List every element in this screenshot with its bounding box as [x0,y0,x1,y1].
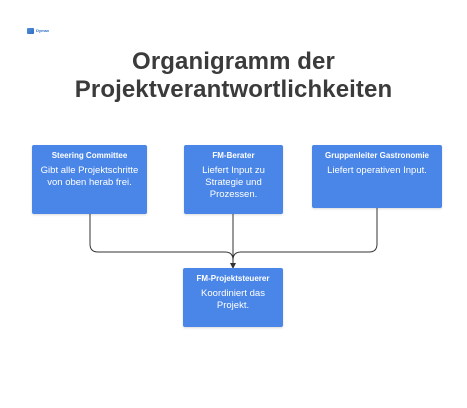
logo-text: Dymax [36,28,50,33]
node-fm-projektsteuerer-title: FM-Projektsteuerer [196,274,270,283]
logo: Dymax [27,27,53,35]
node-fm-berater: FM-Berater Liefert Input zu Strategie un… [184,145,283,214]
node-fm-projektsteuerer: FM-Projektsteuerer Koordiniert das Proje… [183,268,283,327]
page-title: Organigramm der Projektverantwortlichkei… [0,48,467,104]
node-gruppenleiter-gastronomie: Gruppenleiter Gastronomie Liefert operat… [312,145,442,208]
node-fm-projektsteuerer-description: Koordiniert das Projekt. [201,288,265,311]
connector-gruppenleiter-to-projektsteuerer [232,208,378,261]
page-title-line-1: Organigramm der [132,48,335,75]
node-steering-committee: Steering Committee Gibt alle Projektschr… [32,145,147,214]
node-fm-berater-title: FM-Berater [212,151,255,160]
connector-steering-to-projektsteuerer [89,214,234,261]
node-steering-committee-title: Steering Committee [51,151,128,160]
node-fm-berater-description: Liefert Input zu Strategie und Prozessen… [202,165,265,200]
logo-mark-icon [27,28,34,34]
page-title-line-2: Projektverantwortlichkeiten [74,76,393,103]
node-steering-committee-description: Gibt alle Projektschritte von oben herab… [40,165,139,188]
node-gruppenleiter-title: Gruppenleiter Gastronomie [324,151,430,160]
node-gruppenleiter-description: Liefert operativen Input. [327,165,427,176]
